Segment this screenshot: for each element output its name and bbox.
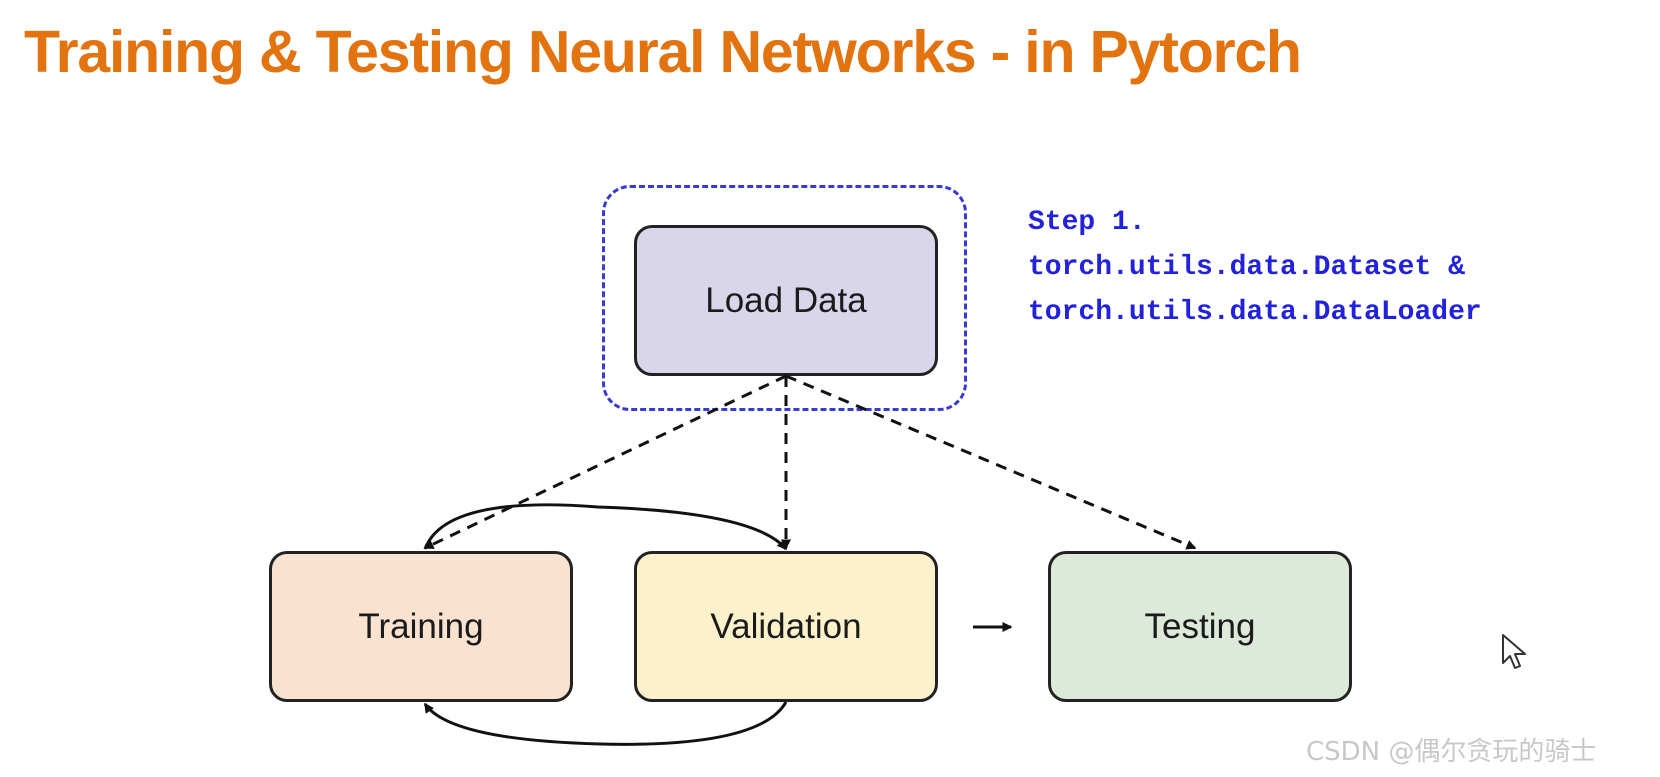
training-node: Training — [269, 551, 573, 702]
training-label: Training — [358, 606, 484, 646]
load-data-label: Load Data — [705, 280, 867, 320]
mouse-pointer-icon — [1502, 634, 1526, 669]
slide-title: Training & Testing Neural Networks - in … — [24, 19, 1302, 85]
validation-label: Validation — [710, 606, 862, 646]
edge-training-to-validation — [423, 503, 788, 551]
testing-label: Testing — [1144, 606, 1256, 646]
step-note-line-1: Step 1. — [1028, 207, 1146, 238]
step-note-line-2: torch.utils.data.Dataset & — [1028, 252, 1465, 283]
step-note-line-3: torch.utils.data.DataLoader — [1028, 297, 1482, 328]
watermark: CSDN @偶尔贪玩的骑士 — [1306, 737, 1597, 767]
step-note: Step 1. torch.utils.data.Dataset & torch.u… — [1028, 200, 1482, 335]
validation-node: Validation — [634, 551, 938, 702]
testing-node: Testing — [1048, 551, 1352, 702]
edge-validation-to-training — [423, 701, 788, 746]
load-data-node: Load Data — [634, 225, 938, 376]
